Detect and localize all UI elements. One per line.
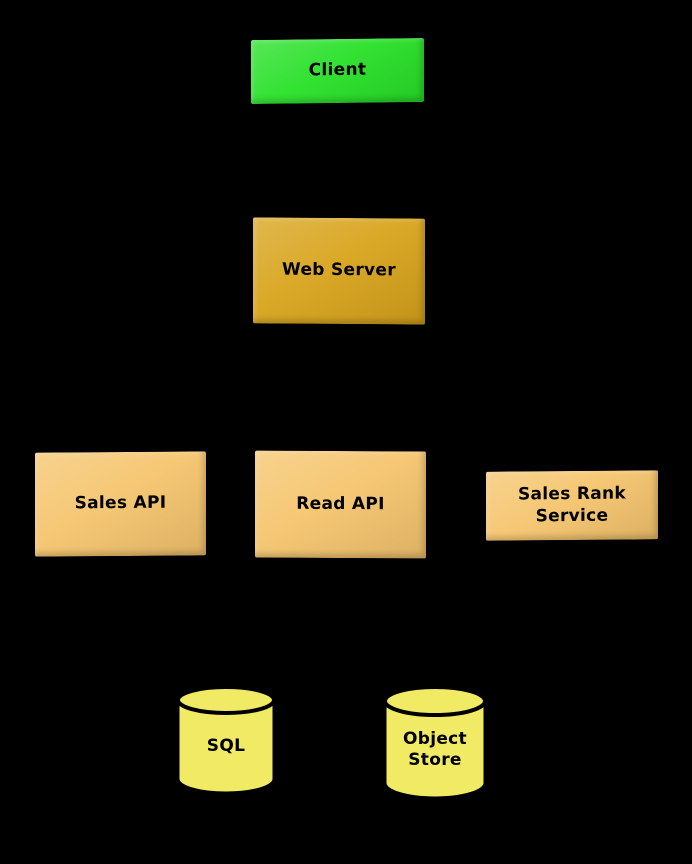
cylinder-icon (383, 685, 487, 800)
cylinder-icon (176, 685, 276, 795)
node-object-store-label: Object Store (403, 728, 467, 770)
node-read-api-label: Read API (296, 493, 385, 515)
node-sales-rank-service-label: Sales Rank Service (517, 483, 627, 526)
node-object-store[interactable]: Object Store (381, 683, 489, 803)
node-web-server[interactable]: Web Server (253, 217, 425, 325)
node-sales-api[interactable]: Sales API (35, 451, 206, 557)
node-sql-label: SQL (206, 736, 246, 757)
node-sales-api-label: Sales API (74, 493, 167, 514)
node-sales-rank-service[interactable]: Sales Rank Service (486, 470, 658, 541)
node-web-server-label: Web Server (282, 259, 396, 281)
node-client[interactable]: Client (251, 37, 424, 105)
node-read-api[interactable]: Read API (255, 450, 426, 559)
node-sql-database[interactable]: SQL (174, 683, 278, 797)
node-client-label: Client (308, 60, 367, 81)
